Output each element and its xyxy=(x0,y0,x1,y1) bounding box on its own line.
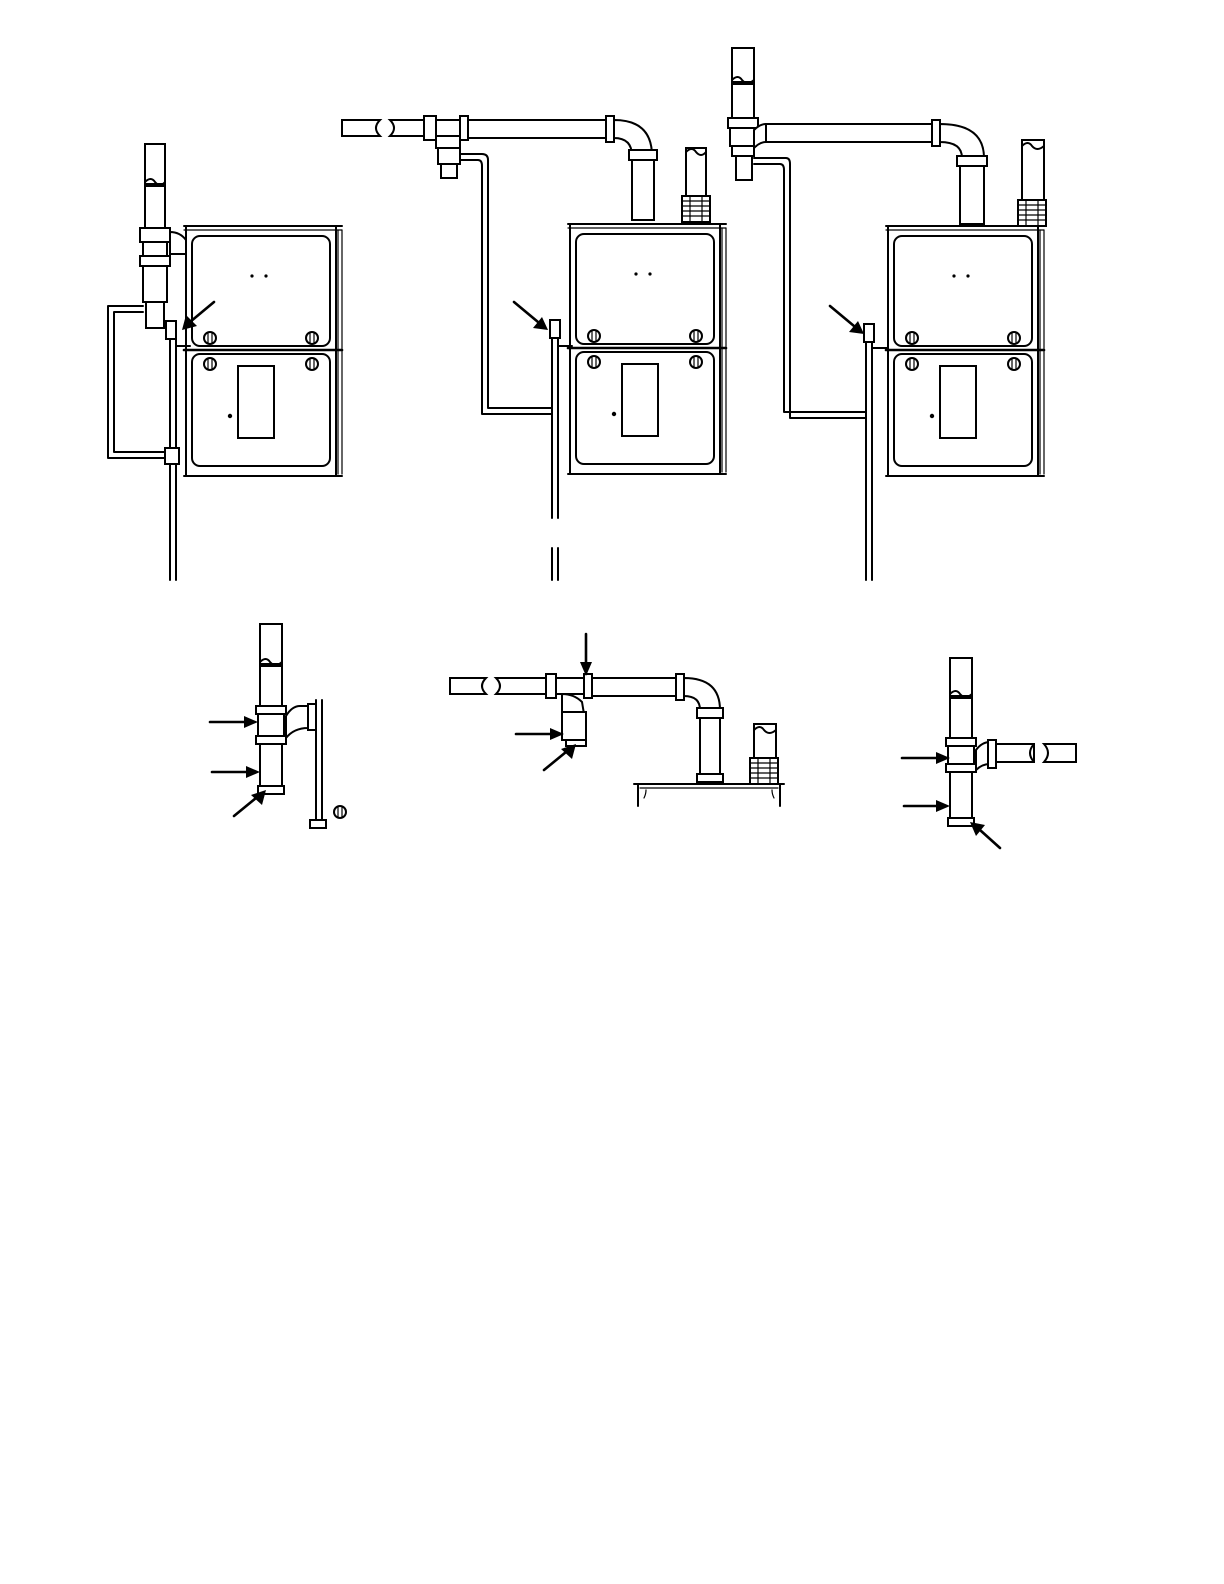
furnace-view-right xyxy=(728,48,1046,580)
arrow-icon xyxy=(970,822,1000,848)
arrow-icon xyxy=(516,728,564,740)
arrow-icon xyxy=(904,800,950,812)
arrow-icon xyxy=(580,634,592,676)
arrow-icon xyxy=(902,752,950,764)
detail-left xyxy=(210,624,346,828)
arrow-icon xyxy=(212,766,260,778)
furnace-view-left xyxy=(108,144,342,580)
arrow-icon xyxy=(544,744,576,770)
detail-center xyxy=(450,634,784,806)
arrow-icon xyxy=(210,716,258,728)
door-screw-icon xyxy=(334,806,346,818)
arrow-icon xyxy=(234,790,266,816)
arrow-icon xyxy=(830,306,864,334)
furnace-view-center xyxy=(342,116,726,580)
detail-right xyxy=(902,658,1076,848)
arrow-icon xyxy=(514,302,548,330)
